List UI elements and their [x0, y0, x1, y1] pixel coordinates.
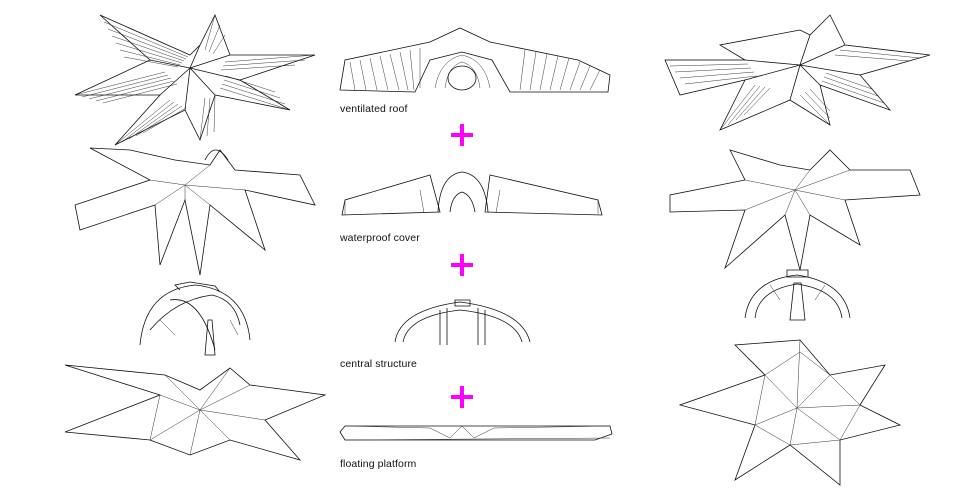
left-central-structure-drawing	[139, 281, 251, 356]
label-floating-platform: floating platform	[340, 458, 417, 470]
center-floating-platform-drawing	[339, 425, 613, 441]
plus-connector-1	[451, 124, 473, 146]
center-ventilated-roof-drawing	[339, 27, 611, 93]
plus-connector-3	[451, 386, 473, 408]
left-waterproof-cover-drawing	[74, 147, 316, 276]
label-ventilated-roof: ventilated roof	[340, 103, 408, 115]
right-ventilated-roof-drawing	[664, 14, 931, 131]
right-floating-platform-drawing	[678, 339, 902, 486]
left-ventilated-roof-drawing	[74, 14, 316, 146]
label-waterproof-cover: waterproof cover	[340, 232, 420, 244]
plus-connector-2	[451, 254, 473, 276]
left-floating-platform-drawing	[64, 364, 327, 461]
center-waterproof-cover-drawing	[341, 171, 603, 216]
right-central-structure-drawing	[744, 269, 851, 321]
right-waterproof-cover-drawing	[669, 149, 921, 271]
label-central-structure: central structure	[340, 358, 417, 370]
center-central-structure-drawing	[394, 299, 531, 345]
